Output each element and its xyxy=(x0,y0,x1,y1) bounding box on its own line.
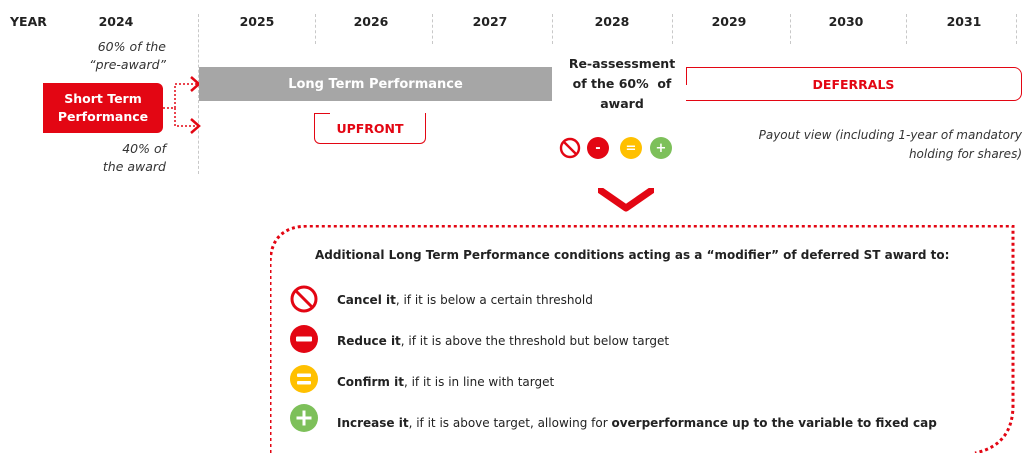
award-note: 40% of the award xyxy=(40,140,166,176)
upfront-box: UPFRONT xyxy=(313,113,426,144)
year-2026: 2026 xyxy=(353,14,389,29)
condition-reduce: Reduce it, if it is above the threshold … xyxy=(337,334,669,348)
plus-icon xyxy=(290,404,318,432)
separator xyxy=(790,14,791,44)
condition-cancel-text: , if it is below a certain threshold xyxy=(395,293,593,307)
condition-increase: Increase it, if it is above target, allo… xyxy=(337,416,937,430)
payout-note-line1: Payout view (including 1-year of mandato… xyxy=(758,128,1022,142)
year-2027: 2027 xyxy=(472,14,508,29)
conditions-box xyxy=(270,225,1015,453)
pre-award-note-line2: “pre-award” xyxy=(89,57,166,72)
long-term-performance-bar: Long Term Performance xyxy=(199,67,552,101)
year-2031: 2031 xyxy=(946,14,982,29)
year-label: YEAR xyxy=(10,14,47,29)
conditions-title: Additional Long Term Performance conditi… xyxy=(315,248,950,262)
reassessment-label: Re-assessment of the 60% of award xyxy=(561,54,683,114)
separator xyxy=(315,14,316,44)
minus-icon: - xyxy=(587,137,609,159)
condition-confirm-bold: Confirm it xyxy=(337,375,404,389)
year-2030: 2030 xyxy=(828,14,864,29)
equal-icon: = xyxy=(620,137,642,159)
reassessment-line2: of the 60% of xyxy=(572,76,672,91)
year-2024: 2024 xyxy=(98,14,134,29)
condition-increase-bold2: overperformance up to the variable to fi… xyxy=(611,416,937,430)
separator xyxy=(432,14,433,44)
condition-reduce-bold: Reduce it xyxy=(337,334,401,348)
condition-confirm: Confirm it, if it is in line with target xyxy=(337,375,554,389)
condition-cancel: Cancel it, if it is below a certain thre… xyxy=(337,293,593,307)
condition-increase-bold: Increase it xyxy=(337,416,409,430)
equal-icon xyxy=(290,365,318,393)
short-term-line1: Short Term xyxy=(64,91,142,106)
plus-icon: + xyxy=(650,137,672,159)
year-2025: 2025 xyxy=(239,14,275,29)
condition-confirm-text: , if it is in line with target xyxy=(403,375,555,389)
separator xyxy=(1016,14,1017,44)
pre-award-note-line1: 60% of the xyxy=(97,39,166,54)
short-term-line2: Performance xyxy=(57,109,149,124)
chevron-down-icon xyxy=(598,188,654,212)
reassessment-line1: Re-assessment xyxy=(568,56,676,71)
pre-award-note: 60% of the “pre-award” xyxy=(40,38,166,74)
year-2029: 2029 xyxy=(711,14,747,29)
separator xyxy=(906,14,907,44)
condition-increase-text: , if it is above target, allowing for xyxy=(408,416,612,430)
deferrals-box: DEFERRALS xyxy=(686,66,1022,101)
payout-note-line2: holding for shares) xyxy=(908,147,1022,161)
minus-icon xyxy=(290,325,318,353)
year-2028: 2028 xyxy=(594,14,630,29)
separator xyxy=(198,14,199,174)
award-note-line2: the award xyxy=(102,159,166,174)
split-arrows xyxy=(163,76,201,134)
separator xyxy=(552,14,553,44)
reassessment-line3: award xyxy=(600,96,644,111)
cancel-icon xyxy=(559,137,581,159)
short-term-performance-box: Short Term Performance xyxy=(43,83,163,133)
award-note-line1: 40% of xyxy=(122,141,166,156)
condition-reduce-text: , if it is above the threshold but below… xyxy=(400,334,670,348)
cancel-icon xyxy=(290,285,318,313)
condition-cancel-bold: Cancel it xyxy=(337,293,396,307)
payout-note: Payout view (including 1-year of mandato… xyxy=(700,126,1022,164)
separator xyxy=(672,14,673,44)
